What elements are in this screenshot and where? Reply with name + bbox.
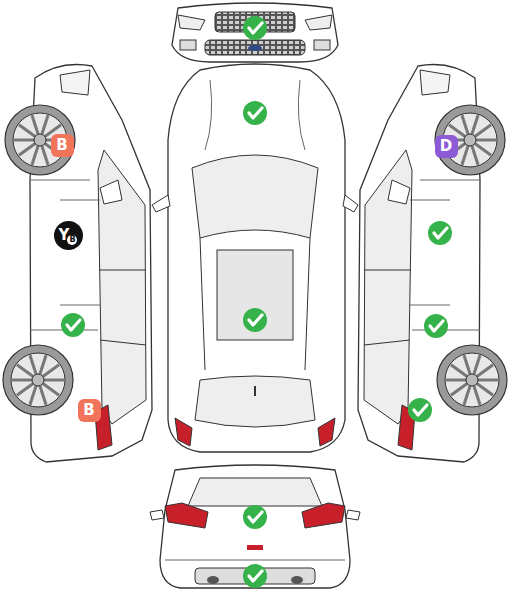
ok-mark (61, 16, 452, 588)
rear-bumper (160, 465, 350, 588)
damage-badge: B (78, 399, 101, 422)
damage-code: B (67, 235, 77, 245)
damage-badge: D (435, 135, 458, 158)
sunroof (217, 250, 293, 340)
left-side (3, 65, 152, 463)
damage-code: B (83, 403, 94, 418)
windshield (192, 155, 318, 238)
damage-badge: B (51, 134, 74, 157)
front-bumper (172, 3, 338, 62)
damage-code: D (440, 139, 452, 154)
car-top (168, 64, 345, 452)
damage-badge-round: YB (54, 221, 83, 250)
right-side (358, 65, 507, 463)
damage-code: B (56, 138, 67, 153)
lower-grille (205, 40, 305, 55)
